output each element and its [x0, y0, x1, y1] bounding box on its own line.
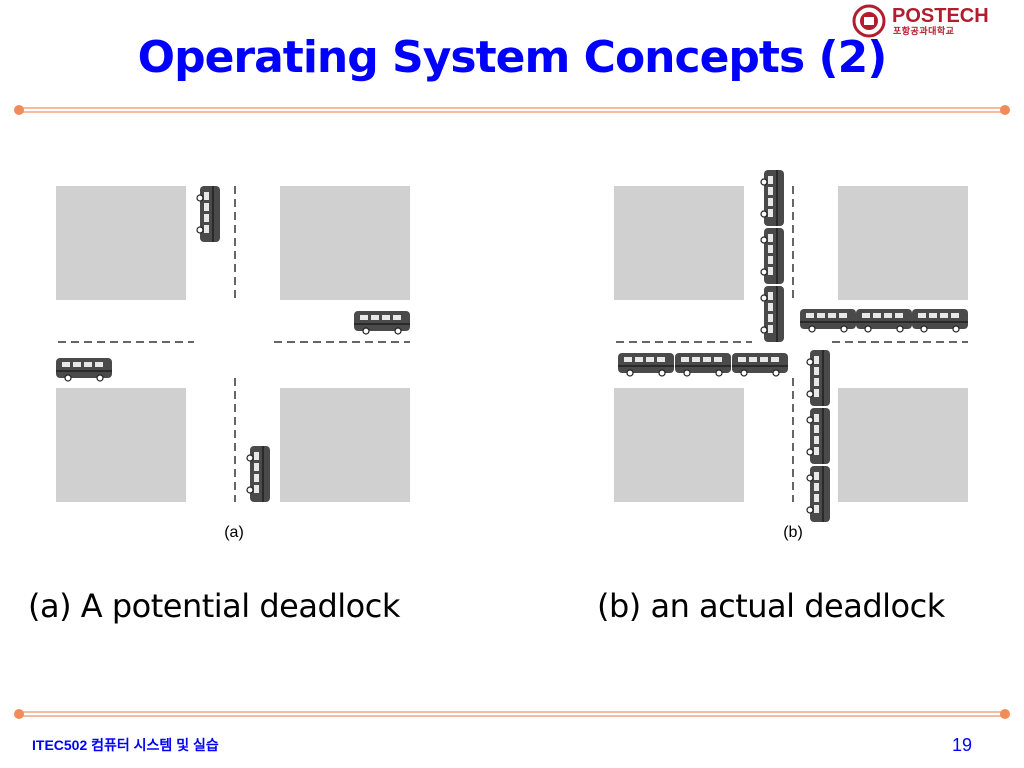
lane-markings — [58, 186, 410, 502]
bus — [855, 308, 913, 333]
figure-b-actual-deadlock: (b) — [606, 168, 1024, 548]
city-block — [614, 388, 744, 502]
bus — [674, 352, 732, 377]
logo-subtitle: 포항공과대학교 — [893, 26, 955, 36]
footer-course: ITEC502 컴퓨터 시스템 및 실습 — [32, 737, 219, 753]
postech-logo: POSTECH 포항공과대학교 — [852, 4, 989, 38]
bus — [353, 310, 411, 335]
city-block — [838, 388, 968, 502]
bus — [806, 465, 831, 523]
bus — [799, 308, 857, 333]
logo-name: POSTECH — [892, 5, 989, 27]
page-title: Operating System Concepts (2) — [137, 32, 888, 83]
page-number: 19 — [951, 735, 972, 755]
bus — [911, 308, 969, 333]
bus — [617, 352, 675, 377]
city-block — [56, 388, 186, 502]
figure-label-a: (a) — [224, 524, 244, 541]
bus — [196, 185, 221, 243]
bus — [246, 445, 271, 503]
bottom-divider — [14, 709, 1010, 719]
caption-a: (a) A potential deadlock — [28, 587, 400, 625]
bus — [731, 352, 789, 377]
city-block — [56, 186, 186, 300]
city-block — [614, 186, 744, 300]
top-divider — [14, 105, 1010, 115]
city-block — [280, 186, 410, 300]
postech-emblem-icon — [852, 4, 886, 38]
bus — [760, 227, 785, 285]
bus — [760, 169, 785, 227]
lane-markings — [616, 186, 968, 502]
bus — [55, 357, 113, 382]
city-block — [838, 186, 968, 300]
figure-label-b: (b) — [783, 524, 803, 541]
bus — [760, 285, 785, 343]
bus — [806, 349, 831, 407]
city-block — [280, 388, 410, 502]
bus — [806, 407, 831, 465]
caption-b: (b) an actual deadlock — [597, 587, 945, 625]
figure-a-potential-deadlock: (a) — [48, 168, 468, 548]
